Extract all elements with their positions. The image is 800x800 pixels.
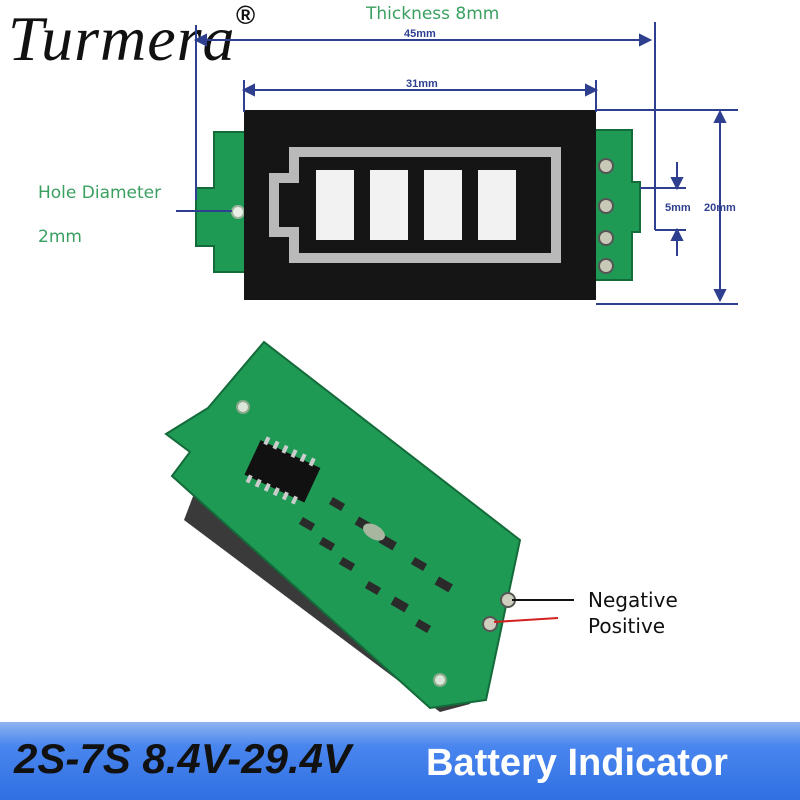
pin-pitch-label: 5mm xyxy=(665,202,691,214)
width-total-label: 45mm xyxy=(404,28,436,40)
pin-pad-4 xyxy=(598,258,614,274)
ic-chip xyxy=(244,436,321,505)
battery-cell-1 xyxy=(316,170,354,240)
pin-pad-1 xyxy=(598,158,614,174)
mount-hole-left xyxy=(231,205,245,219)
negative-label: Negative xyxy=(588,588,678,612)
hole-diameter-label: Hole Diameter xyxy=(38,183,162,203)
pin-pad-3 xyxy=(598,230,614,246)
registered-mark: ® xyxy=(236,0,256,30)
thickness-label: Thickness 8mm xyxy=(366,4,500,24)
product-name: Battery Indicator xyxy=(426,742,728,784)
hole-diameter-value: 2mm xyxy=(38,227,82,247)
bottom-view-pcb xyxy=(164,340,574,712)
positive-label: Positive xyxy=(588,614,666,638)
pin-pad-2 xyxy=(598,198,614,214)
pcb-left-tab xyxy=(195,131,251,273)
battery-cell-2 xyxy=(370,170,408,240)
mount-hole-bottom-2 xyxy=(433,673,447,687)
battery-cell-4 xyxy=(478,170,516,240)
top-view-module xyxy=(176,22,738,305)
voltage-spec: 2S-7S 8.4V-29.4V xyxy=(14,735,351,782)
mount-hole-bottom-1 xyxy=(236,400,250,414)
positive-wire xyxy=(493,617,559,623)
spec-banner xyxy=(0,722,800,800)
height-total-label: 20mm xyxy=(704,202,736,214)
pcb-board xyxy=(164,340,522,710)
display-body xyxy=(244,110,596,300)
positive-pad xyxy=(482,616,498,632)
crystal xyxy=(363,523,385,541)
battery-outline xyxy=(269,147,561,263)
width-display-label: 31mm xyxy=(406,78,438,90)
dimension-lines xyxy=(176,22,738,305)
battery-cell-3 xyxy=(424,170,462,240)
pcb-right-tab xyxy=(589,129,641,281)
